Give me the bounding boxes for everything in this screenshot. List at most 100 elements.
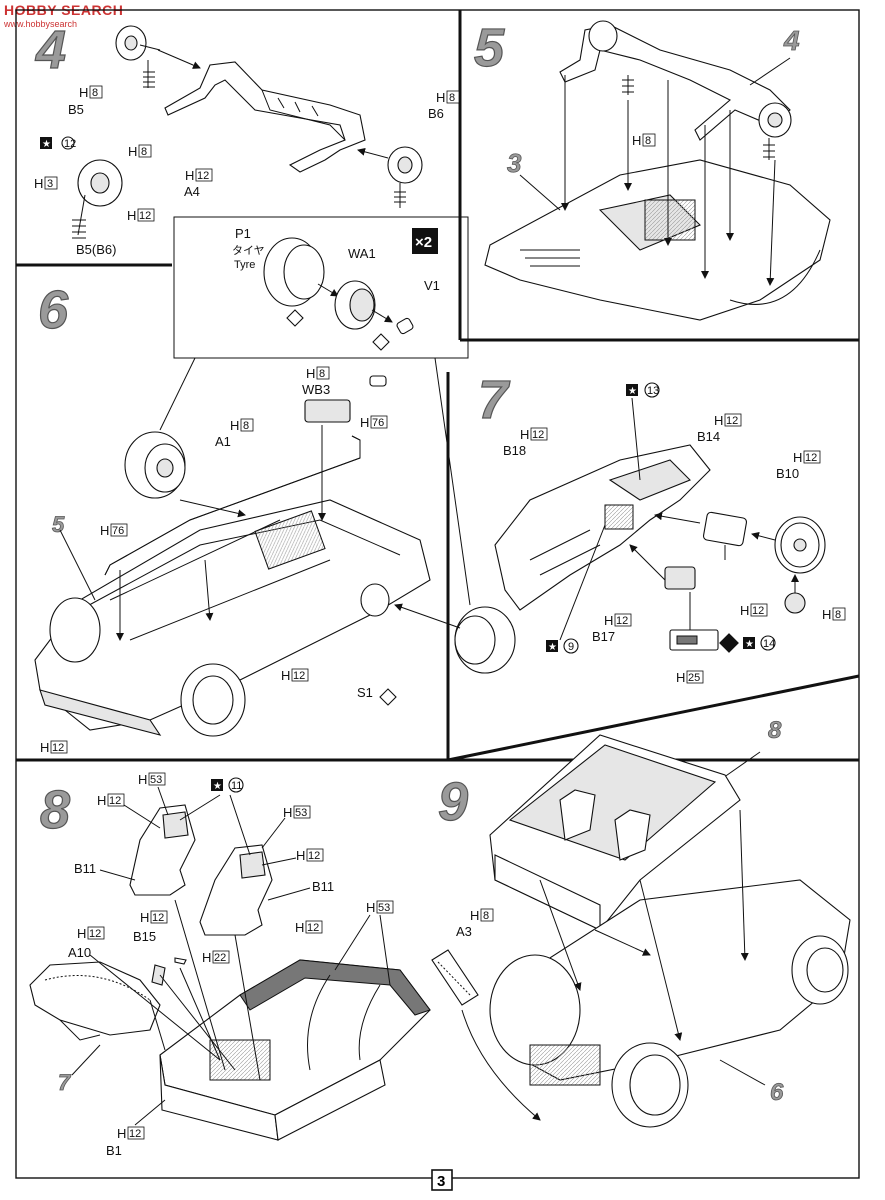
svg-text:12: 12 (308, 850, 320, 862)
svg-text:25: 25 (688, 672, 700, 684)
label-b11-left: B11 (74, 861, 96, 876)
svg-text:H: H (34, 176, 43, 191)
label-b14: B14 (697, 429, 720, 444)
svg-text:76: 76 (112, 525, 124, 537)
glue-icon (372, 333, 390, 351)
svg-text:76: 76 (372, 417, 384, 429)
svg-text:H: H (79, 85, 88, 100)
svg-text:53: 53 (378, 902, 390, 914)
step-number: 5 (474, 18, 505, 78)
svg-text:12: 12 (197, 170, 209, 182)
svg-text:H: H (436, 90, 445, 105)
label-tyre-en: Tyre (234, 259, 255, 271)
svg-text:8: 8 (92, 87, 98, 99)
tyre-callout (173, 216, 469, 359)
star-mark-icon (626, 384, 638, 396)
svg-text:8: 8 (835, 609, 841, 621)
svg-text:H: H (360, 415, 369, 430)
star-mark-icon (211, 779, 223, 791)
part-b17 (664, 566, 696, 590)
svg-text:H: H (127, 208, 136, 223)
step-number: 7 (478, 370, 511, 430)
svg-text:12: 12 (752, 605, 764, 617)
svg-text:H: H (185, 168, 194, 183)
svg-text:H: H (676, 670, 685, 685)
part-b14 (702, 511, 748, 547)
svg-text:H: H (117, 1126, 126, 1141)
label-b5-b6: B5(B6) (76, 242, 116, 257)
svg-text:H: H (793, 450, 802, 465)
star-mark-icon (40, 137, 52, 149)
svg-text:11: 11 (231, 780, 242, 792)
svg-text:H: H (100, 523, 109, 538)
svg-text:12: 12 (805, 452, 817, 464)
star-mark-icon (743, 637, 755, 649)
step-number: 9 (438, 772, 468, 832)
svg-text:H: H (77, 926, 86, 941)
ref-step-3: 3 (507, 148, 522, 178)
part-b15 (151, 964, 166, 986)
ref-step-4: 4 (783, 25, 800, 56)
step-7: 7 ★ 13 ★ 9 ★ 14 (477, 369, 846, 685)
label-b6: B6 (428, 106, 444, 121)
svg-text:13: 13 (647, 385, 659, 397)
label-p1: P1 (235, 226, 251, 241)
svg-text:12: 12 (152, 912, 164, 924)
label-s1: S1 (357, 685, 373, 700)
svg-text:H: H (97, 793, 106, 808)
svg-text:H: H (632, 133, 641, 148)
ref-step-7: 7 (58, 1070, 72, 1095)
svg-text:53: 53 (295, 807, 307, 819)
svg-text:8: 8 (645, 135, 651, 147)
svg-text:H: H (283, 805, 292, 820)
label-b10: B10 (776, 466, 799, 481)
svg-text:12: 12 (109, 795, 121, 807)
label-b11-right: B11 (312, 879, 334, 894)
ref-step-5: 5 (52, 512, 65, 537)
part-a4 (164, 61, 366, 173)
label-wb3: WB3 (302, 382, 330, 397)
svg-text:12: 12 (89, 928, 101, 940)
svg-text:8: 8 (319, 368, 325, 380)
svg-text:★: ★ (548, 642, 557, 653)
svg-text:H: H (138, 772, 147, 787)
svg-text:H: H (128, 144, 137, 159)
label-b18: B18 (503, 443, 526, 458)
label-a4: A4 (184, 184, 200, 199)
svg-text:H: H (520, 427, 529, 442)
svg-text:12: 12 (293, 670, 305, 682)
label-wa1: WA1 (348, 246, 376, 261)
glue-icon (379, 688, 397, 706)
svg-text:3: 3 (437, 1173, 445, 1190)
svg-text:×2: ×2 (415, 234, 432, 251)
svg-text:H: H (604, 613, 613, 628)
svg-text:12: 12 (52, 742, 64, 754)
divider (447, 674, 860, 762)
svg-text:22: 22 (214, 952, 226, 964)
svg-text:12: 12 (532, 429, 544, 441)
step-number: 8 (40, 780, 70, 840)
chassis-assembly (34, 499, 431, 731)
